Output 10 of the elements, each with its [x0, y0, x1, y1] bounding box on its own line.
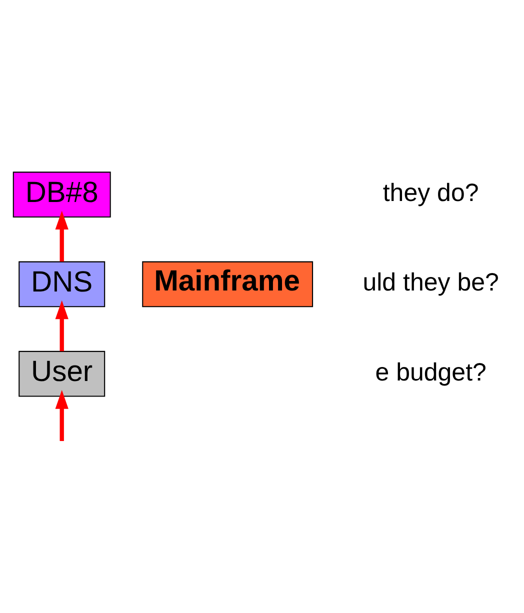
node-box: DNS [18, 260, 105, 307]
node-box: Mainframe [142, 260, 313, 307]
label: they do? [382, 178, 478, 207]
label: e budget? [374, 358, 486, 386]
arrow [54, 390, 68, 441]
node-box: DB#8 [12, 171, 110, 218]
label: uld they be? [362, 268, 498, 296]
node-box: User [18, 350, 105, 396]
arrow [54, 210, 68, 262]
arrow [54, 300, 68, 351]
